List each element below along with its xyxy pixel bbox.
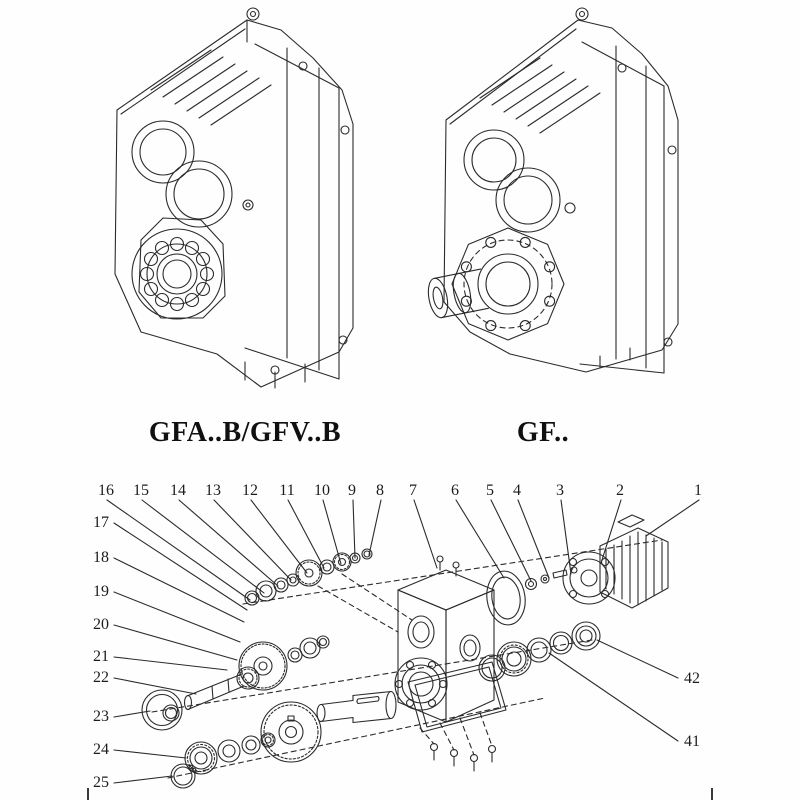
part-callout-8: 8	[376, 482, 384, 499]
part-callout-4: 4	[513, 482, 521, 499]
part-callout-3: 3	[556, 482, 564, 499]
part-callout-19: 19	[93, 583, 109, 600]
output-gear-shaft-parts	[170, 690, 397, 789]
part-callout-7: 7	[409, 482, 417, 499]
part-callout-14: 14	[170, 482, 186, 499]
page-border-mark-right	[711, 788, 713, 800]
part-callout-16: 16	[98, 482, 114, 499]
model-label-gfab-gfvb: GFA..B/GFV..B	[148, 417, 342, 448]
output-seal-bearing-parts	[478, 621, 601, 682]
intermediate-gear-parts	[238, 635, 330, 691]
part-callout-6: 6	[451, 482, 459, 499]
assembly-axis-lines	[151, 539, 663, 779]
part-callout-25: 25	[93, 774, 109, 791]
part-callout-17: 17	[93, 514, 109, 531]
part-callout-9: 9	[348, 482, 356, 499]
part-callout-12: 12	[242, 482, 258, 499]
base-gasket-and-bolts	[407, 661, 507, 772]
input-shaft-parts	[244, 548, 373, 606]
part-callout-10: 10	[314, 482, 330, 499]
gearbox-housing-right	[427, 7, 679, 374]
output-flange	[451, 227, 565, 341]
part-callout-23: 23	[93, 708, 109, 725]
gearbox-drawing-gf	[427, 7, 679, 374]
part-callout-2: 2	[616, 482, 624, 499]
part-callout-41: 41	[684, 733, 700, 750]
part-callout-24: 24	[93, 741, 109, 758]
part-callout-13: 13	[205, 482, 221, 499]
gear-housing	[394, 555, 495, 723]
part-callout-42: 42	[684, 670, 700, 687]
gearbox-drawing-gfab-gfvb	[114, 7, 354, 389]
callout-leader-lines	[106, 499, 700, 784]
model-label-gf: GF..	[516, 417, 570, 448]
pinion-shaft-parts	[141, 666, 260, 731]
part-callout-15: 15	[133, 482, 149, 499]
part-callout-22: 22	[93, 669, 109, 686]
part-callout-11: 11	[279, 482, 295, 499]
part-callout-18: 18	[93, 549, 109, 566]
output-shaft	[427, 268, 489, 319]
part-callout-5: 5	[486, 482, 494, 499]
exploded-parts-diagram	[106, 499, 700, 789]
part-callout-21: 21	[93, 648, 109, 665]
part-callout-20: 20	[93, 616, 109, 633]
motor-unit	[562, 514, 669, 609]
page-border-mark-left	[87, 788, 89, 800]
part-callout-1: 1	[694, 482, 702, 499]
gearbox-housing-left	[114, 7, 354, 389]
